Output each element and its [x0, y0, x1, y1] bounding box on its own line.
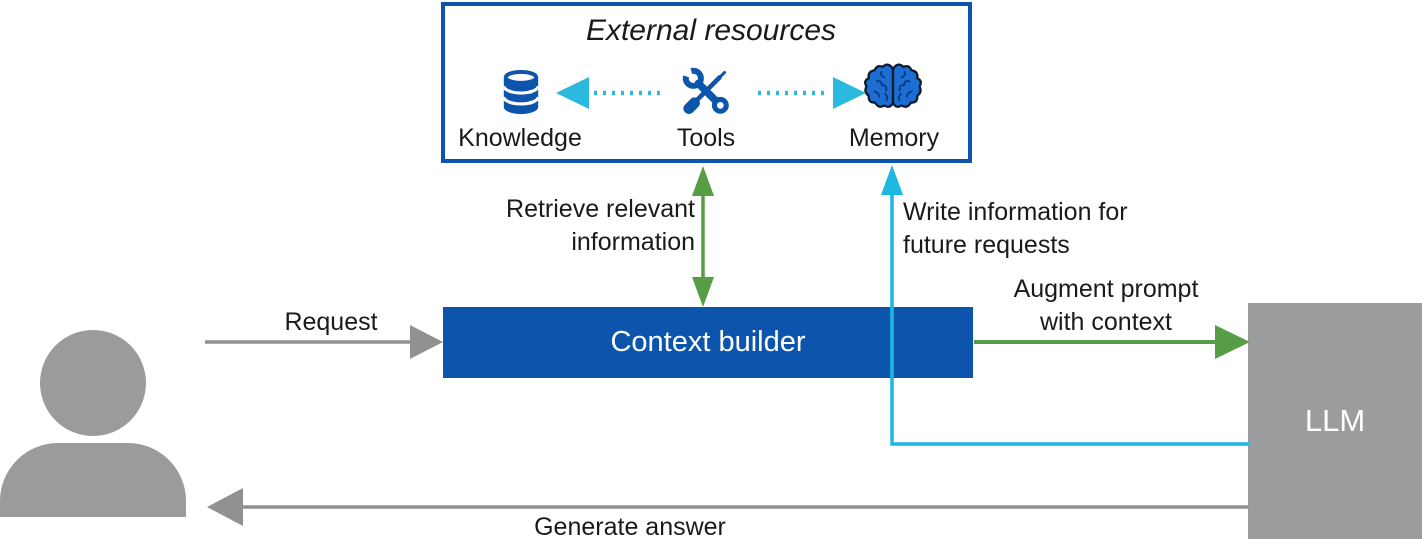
person-icon	[40, 330, 146, 436]
brain-icon	[863, 60, 923, 114]
memory-label: Memory	[848, 124, 940, 152]
context-builder-label: Context builder	[610, 326, 806, 358]
request-label: Request	[284, 308, 378, 336]
context-builder-node: Context builder	[443, 307, 973, 378]
retrieve-label: Retrieve relevant information	[506, 195, 695, 256]
tools-icon	[678, 63, 733, 118]
tools-label: Tools	[676, 124, 736, 152]
write-label: Write information for future requests	[903, 198, 1128, 259]
llm-label: LLM	[1304, 403, 1366, 438]
retrieve-arrow	[692, 166, 714, 307]
external-resources-title: External resources	[585, 14, 837, 47]
database-icon	[496, 67, 546, 119]
person-icon-body	[0, 443, 186, 517]
generate-answer-label: Generate answer	[534, 513, 726, 541]
augment-label: Augment prompt with context	[1013, 275, 1199, 336]
knowledge-label: Knowledge	[458, 124, 582, 152]
llm-node: LLM	[1248, 303, 1422, 539]
